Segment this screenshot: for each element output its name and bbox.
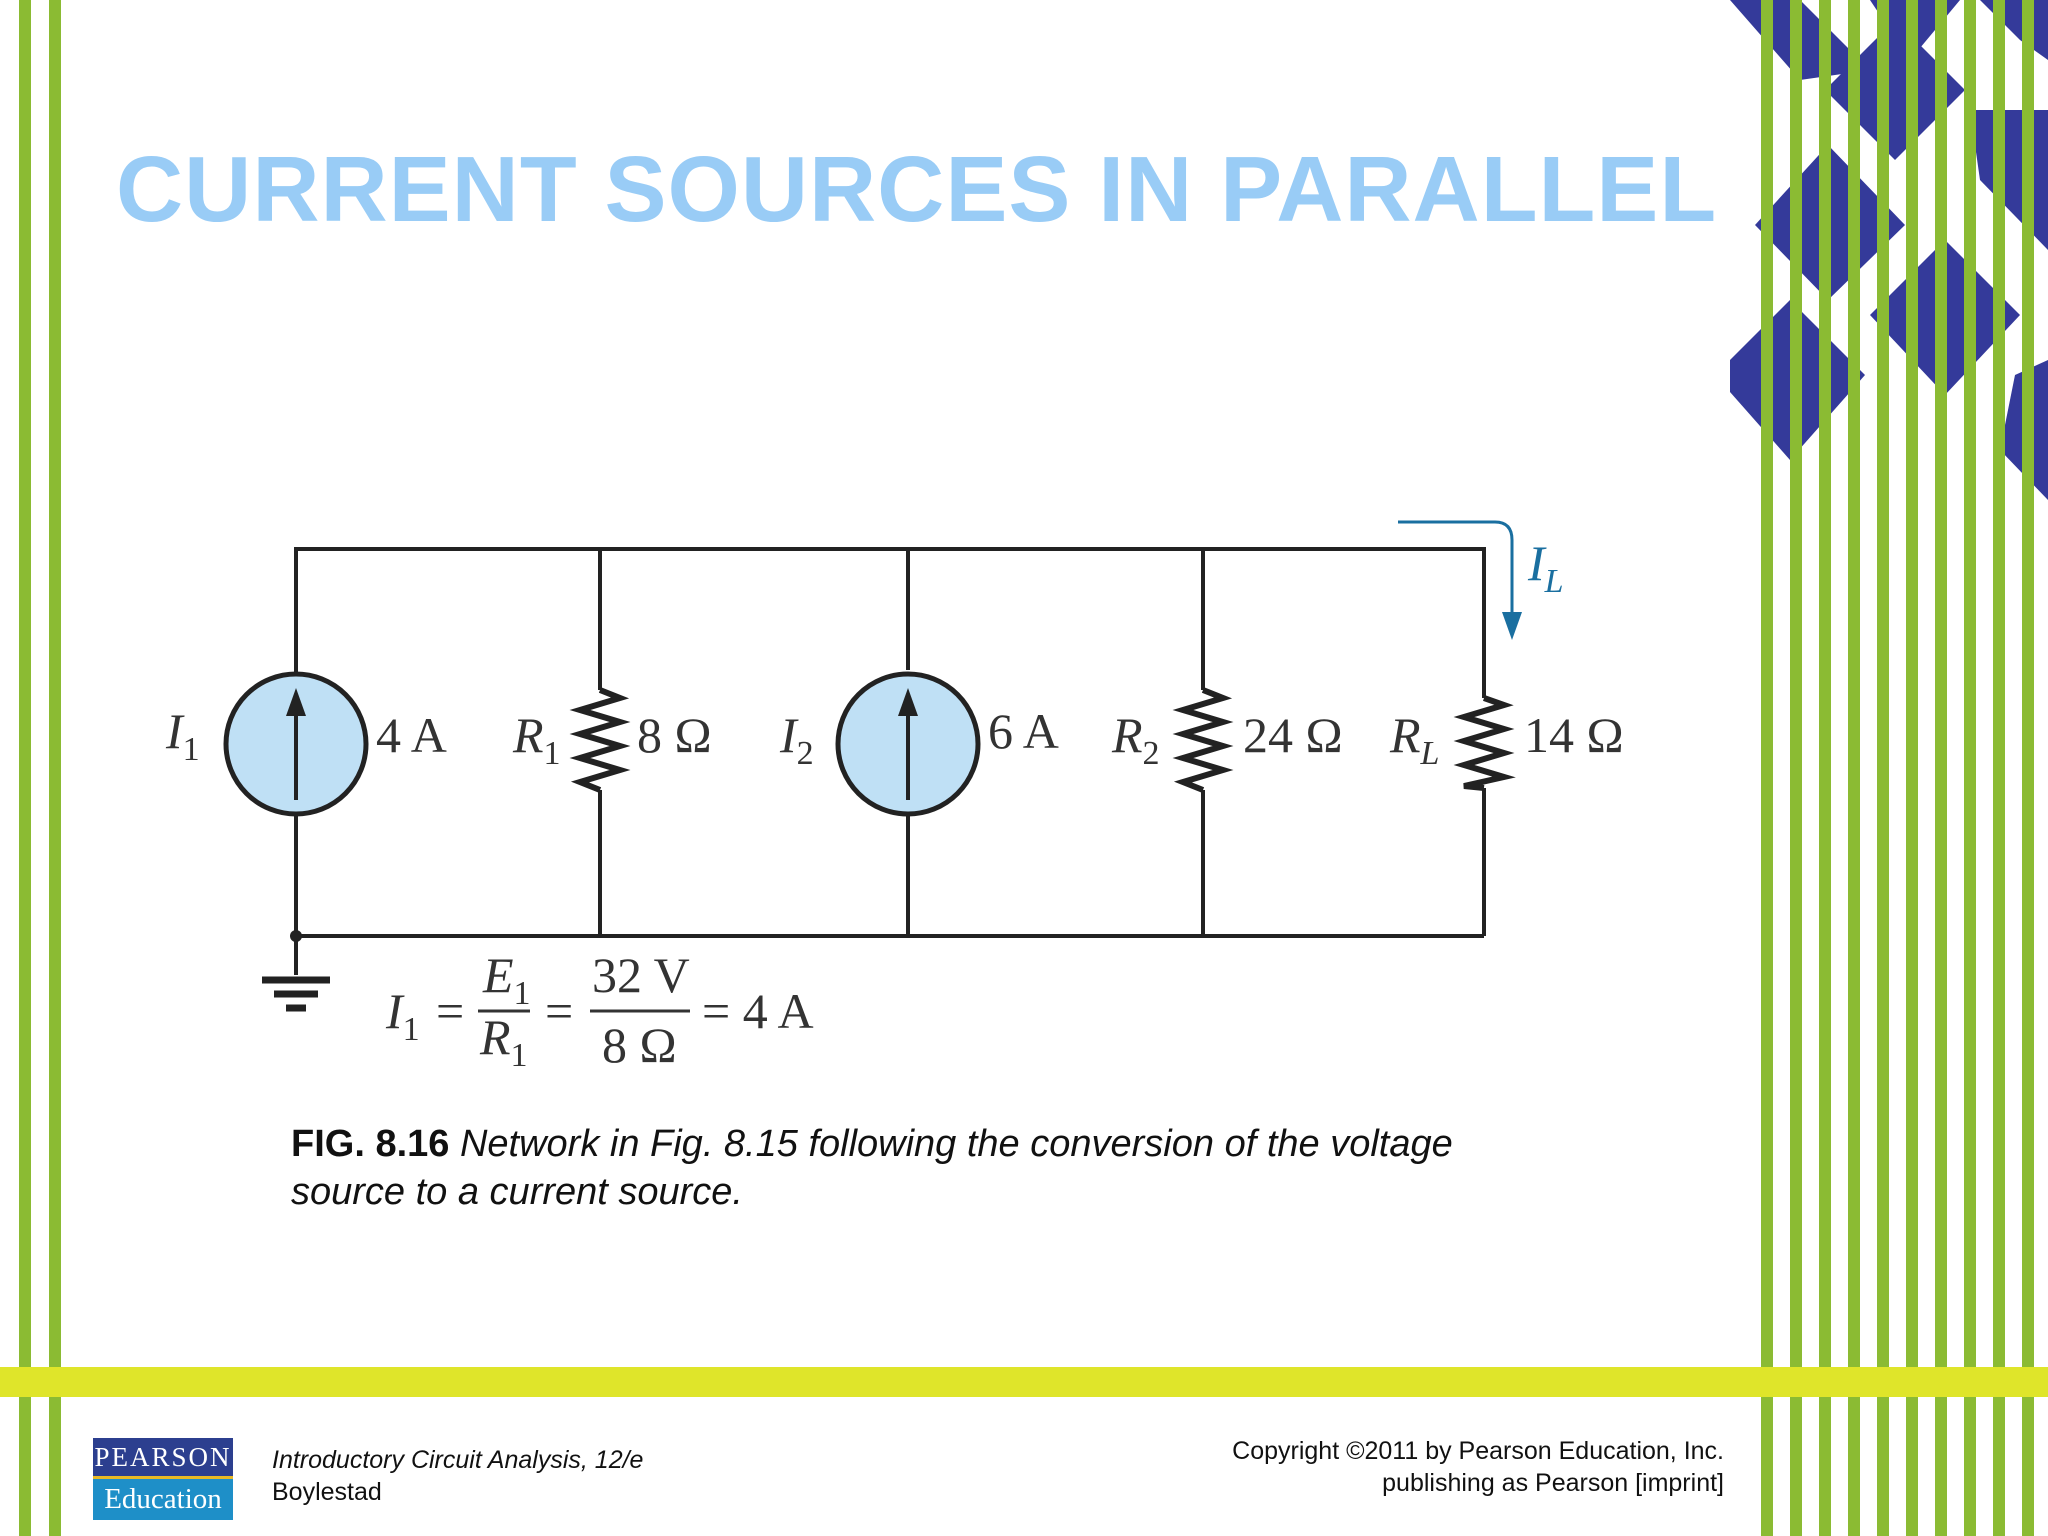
resistor-r1: [569, 687, 631, 793]
copyright-line-1: Copyright ©2011 by Pearson Education, In…: [1232, 1437, 1724, 1465]
eq-result: = 4 A: [702, 983, 814, 1039]
resistor-rl: [1453, 695, 1516, 791]
label-i2: I2: [779, 707, 814, 772]
label-r2: R2: [1111, 707, 1160, 772]
footer-band: [0, 1367, 2048, 1397]
current-source-1: [223, 671, 369, 817]
book-author: Boylestad: [272, 1478, 382, 1506]
left-stripe-2: [49, 0, 61, 1536]
circuit-wires: [294, 547, 1486, 975]
current-source-2: [835, 671, 981, 817]
value-r1: 8 Ω: [637, 707, 712, 763]
slide-title: CURRENT SOURCES IN PARALLEL: [116, 137, 1718, 241]
logo-top: PEARSON: [93, 1438, 233, 1476]
value-i2: 6 A: [988, 703, 1059, 759]
label-i1: I1: [165, 703, 200, 768]
eq-num1: E1: [482, 947, 531, 1012]
ground-node: [290, 930, 302, 942]
label-rl: RL: [1389, 707, 1439, 772]
value-i1: 4 A: [376, 707, 447, 763]
eq-den1: R1: [479, 1009, 528, 1074]
ground-symbol: [262, 976, 330, 1012]
book-title: Introductory Circuit Analysis, 12/e: [272, 1446, 644, 1474]
label-r1: R1: [512, 707, 561, 772]
figure-number: FIG. 8.16: [291, 1123, 450, 1165]
eq-sign-1: =: [436, 983, 464, 1039]
copyright: Copyright ©2011 by Pearson Education, In…: [1232, 1435, 1724, 1499]
left-stripe-1: [19, 0, 31, 1536]
decorative-pattern: [1730, 0, 2048, 1536]
load-current-arrow: [1398, 520, 1522, 640]
logo-bottom: Education: [93, 1479, 233, 1520]
eq-den2: 8 Ω: [602, 1017, 677, 1073]
eq-num2: 32 V: [592, 947, 690, 1003]
figure-description: Network in Fig. 8.15 following the conve…: [291, 1123, 1453, 1213]
value-r2: 24 Ω: [1243, 707, 1343, 763]
eq-lhs: I1: [385, 983, 420, 1048]
resistor-r2: [1172, 687, 1234, 793]
label-il: IL: [1527, 535, 1564, 600]
figure-caption: FIG. 8.16 Network in Fig. 8.15 following…: [291, 1120, 1571, 1216]
book-info: Introductory Circuit Analysis, 12/e Boyl…: [272, 1444, 643, 1508]
equation: I1 = E1 R1 = 32 V 8 Ω = 4 A: [385, 947, 814, 1074]
copyright-line-2: publishing as Pearson [imprint]: [1382, 1469, 1724, 1497]
eq-sign-2: =: [545, 983, 573, 1039]
logo-divider: [93, 1476, 233, 1479]
vertical-stripes: [1761, 0, 2034, 1536]
value-rl: 14 Ω: [1524, 707, 1624, 763]
pearson-logo: PEARSON Education: [93, 1438, 233, 1520]
circuit-diagram: I1 4 A R1 8 Ω I2 6 A R2 24 Ω RL 14 Ω IL …: [165, 520, 1624, 1074]
